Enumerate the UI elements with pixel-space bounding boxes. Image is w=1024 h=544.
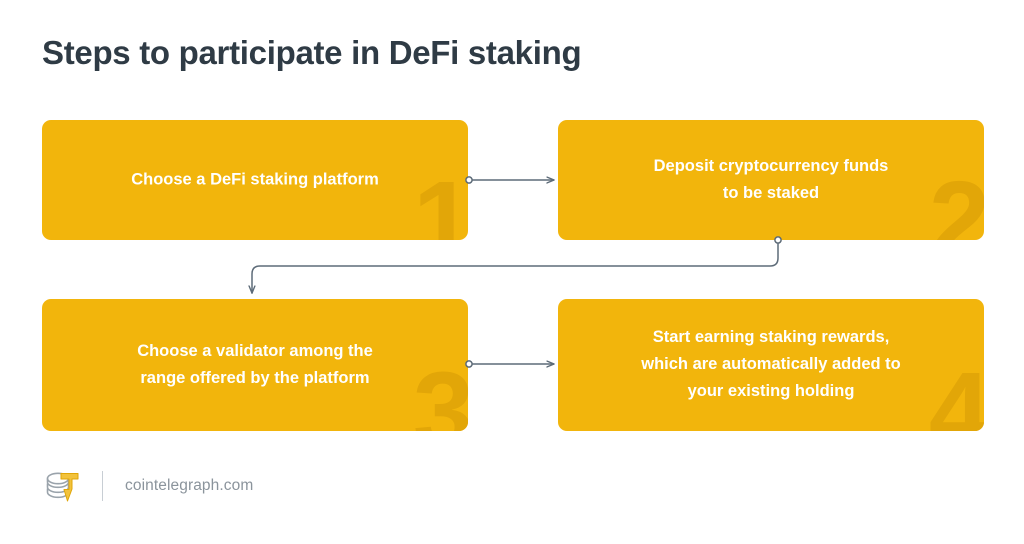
step-box-2: 2 Deposit cryptocurrency funds to be sta… [558,120,984,240]
step-box-3: 3 Choose a validator among the range off… [42,299,468,431]
connector-step-1-to-step-2 [465,176,554,184]
connector-step-3-to-step-4 [465,360,554,368]
step-label-4: Start earning staking rewards, which are… [641,328,901,401]
step-label-2: Deposit cryptocurrency funds to be stake… [653,156,889,202]
connector-step-2-to-step-3 [252,236,782,293]
step-label-3: Choose a validator among the range offer… [137,341,373,387]
footer: cointelegraph.com [42,465,253,507]
step-box-4: 4 Start earning staking rewards, which a… [558,299,984,431]
footer-site-label: cointelegraph.com [125,477,254,494]
page-title: Steps to participate in DeFi staking [42,34,582,71]
step-box-1: 1 Choose a DeFi staking platform [42,120,468,240]
footer-divider [102,471,103,501]
step-label-1: Choose a DeFi staking platform [131,170,379,189]
cointelegraph-logo-icon [46,472,79,502]
